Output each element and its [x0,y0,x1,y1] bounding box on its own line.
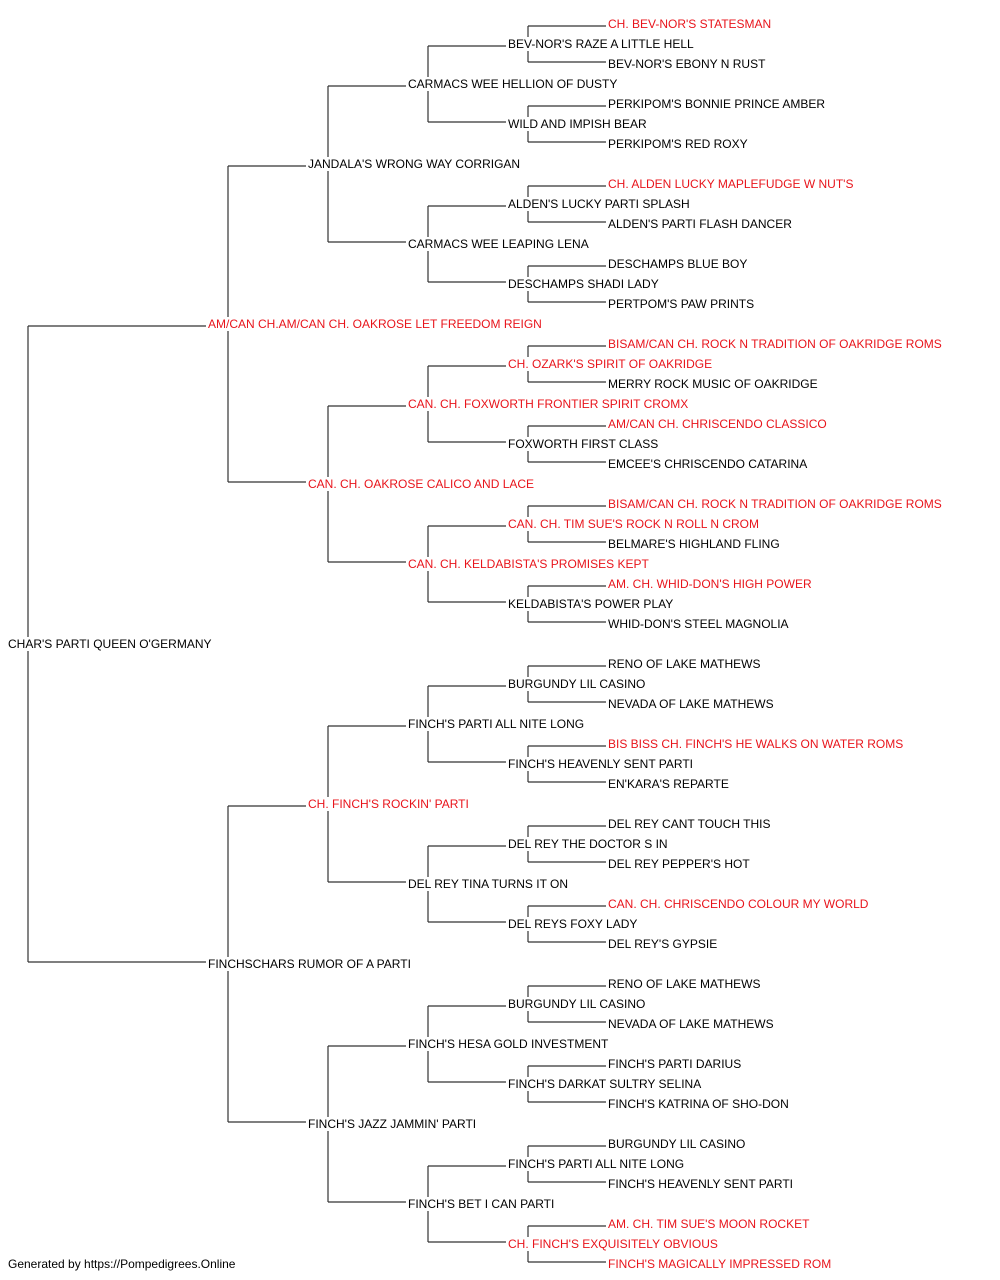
ancestor-name: NEVADA OF LAKE MATHEWS [608,1017,776,1031]
ancestor-name: WHID-DON'S STEEL MAGNOLIA [608,617,791,631]
ancestor-name: PERKIPOM'S RED ROXY [608,137,750,151]
ancestor-name: FINCH'S HESA GOLD INVESTMENT [408,1037,611,1051]
ancestor-name: DEL REY CANT TOUCH THIS [608,817,773,831]
ancestor-name: RENO OF LAKE MATHEWS [608,977,763,991]
ancestor-name: DEL REY TINA TURNS IT ON [408,877,571,891]
ancestor-name: FINCH'S DARKAT SULTRY SELINA [508,1077,704,1091]
ancestor-name: CH. FINCH'S ROCKIN' PARTI [308,797,471,811]
generated-by-footer: Generated by https://Pompedigrees.Online [8,1257,236,1271]
ancestor-name: CAN. CH. TIM SUE'S ROCK N ROLL N CROM [508,517,761,531]
ancestor-name: DEL REY THE DOCTOR S IN [508,837,670,851]
ancestor-name: NEVADA OF LAKE MATHEWS [608,697,776,711]
ancestor-name: ALDEN'S LUCKY PARTI SPLASH [508,197,692,211]
ancestor-name: CH. BEV-NOR'S STATESMAN [608,17,774,31]
ancestor-name: AM. CH. TIM SUE'S MOON ROCKET [608,1217,812,1231]
ancestor-name: JANDALA'S WRONG WAY CORRIGAN [308,157,523,171]
ancestor-name: DEL REY'S GYPSIE [608,937,720,951]
ancestor-name: CH. FINCH'S EXQUISITELY OBVIOUS [508,1237,720,1251]
ancestor-name: FINCH'S MAGICALLY IMPRESSED ROM [608,1257,834,1271]
ancestor-name: FOXWORTH FIRST CLASS [508,437,661,451]
ancestor-name: DEL REYS FOXY LADY [508,917,640,931]
ancestor-name: WILD AND IMPISH BEAR [508,117,649,131]
ancestor-name: BEV-NOR'S RAZE A LITTLE HELL [508,37,696,51]
ancestor-name: FINCH'S HEAVENLY SENT PARTI [608,1177,796,1191]
ancestor-name: KELDABISTA'S POWER PLAY [508,597,676,611]
ancestor-name: FINCHSCHARS RUMOR OF A PARTI [208,957,413,971]
ancestor-name: FINCH'S JAZZ JAMMIN' PARTI [308,1117,479,1131]
ancestor-name: RENO OF LAKE MATHEWS [608,657,763,671]
ancestor-name: FINCH'S BET I CAN PARTI [408,1197,557,1211]
ancestor-name: BELMARE'S HIGHLAND FLING [608,537,782,551]
ancestor-name: DESCHAMPS SHADI LADY [508,277,661,291]
ancestor-name: CH. OZARK'S SPIRIT OF OAKRIDGE [508,357,715,371]
ancestor-name: PERTPOM'S PAW PRINTS [608,297,757,311]
ancestor-name: ALDEN'S PARTI FLASH DANCER [608,217,794,231]
ancestor-name: MERRY ROCK MUSIC OF OAKRIDGE [608,377,820,391]
subject-dog-name: CHAR'S PARTI QUEEN O'GERMANY [8,637,214,651]
ancestor-name: BURGUNDY LIL CASINO [508,677,648,691]
ancestor-name: CAN. CH. CHRISCENDO COLOUR MY WORLD [608,897,871,911]
ancestor-name: DEL REY PEPPER'S HOT [608,857,752,871]
ancestor-name: AM. CH. WHID-DON'S HIGH POWER [608,577,814,591]
ancestor-name: FINCH'S HEAVENLY SENT PARTI [508,757,696,771]
ancestor-name: BURGUNDY LIL CASINO [508,997,648,1011]
ancestor-name: CAN. CH. OAKROSE CALICO AND LACE [308,477,537,491]
ancestor-name: EN'KARA'S REPARTE [608,777,731,791]
ancestor-name: BEV-NOR'S EBONY N RUST [608,57,768,71]
ancestor-name: FINCH'S PARTI ALL NITE LONG [408,717,587,731]
ancestor-name: BURGUNDY LIL CASINO [608,1137,748,1151]
ancestor-name: AM/CAN CH.AM/CAN CH. OAKROSE LET FREEDOM… [208,317,544,331]
ancestor-name: FINCH'S PARTI ALL NITE LONG [508,1157,687,1171]
ancestor-name: CARMACS WEE HELLION OF DUSTY [408,77,620,91]
ancestor-name: EMCEE'S CHRISCENDO CATARINA [608,457,810,471]
ancestor-name: BISAM/CAN CH. ROCK N TRADITION OF OAKRID… [608,337,944,351]
ancestor-name: BISAM/CAN CH. ROCK N TRADITION OF OAKRID… [608,497,944,511]
ancestor-name: CARMACS WEE LEAPING LENA [408,237,591,251]
ancestor-name: CH. ALDEN LUCKY MAPLEFUDGE W NUT'S [608,177,856,191]
ancestor-name: BIS BISS CH. FINCH'S HE WALKS ON WATER R… [608,737,906,751]
ancestor-name: FINCH'S KATRINA OF SHO-DON [608,1097,791,1111]
ancestor-name: AM/CAN CH. CHRISCENDO CLASSICO [608,417,829,431]
ancestor-name: PERKIPOM'S BONNIE PRINCE AMBER [608,97,828,111]
ancestor-name: CAN. CH. KELDABISTA'S PROMISES KEPT [408,557,651,571]
ancestor-name: FINCH'S PARTI DARIUS [608,1057,744,1071]
ancestor-name: CAN. CH. FOXWORTH FRONTIER SPIRIT CROMX [408,397,691,411]
ancestor-name: DESCHAMPS BLUE BOY [608,257,750,271]
